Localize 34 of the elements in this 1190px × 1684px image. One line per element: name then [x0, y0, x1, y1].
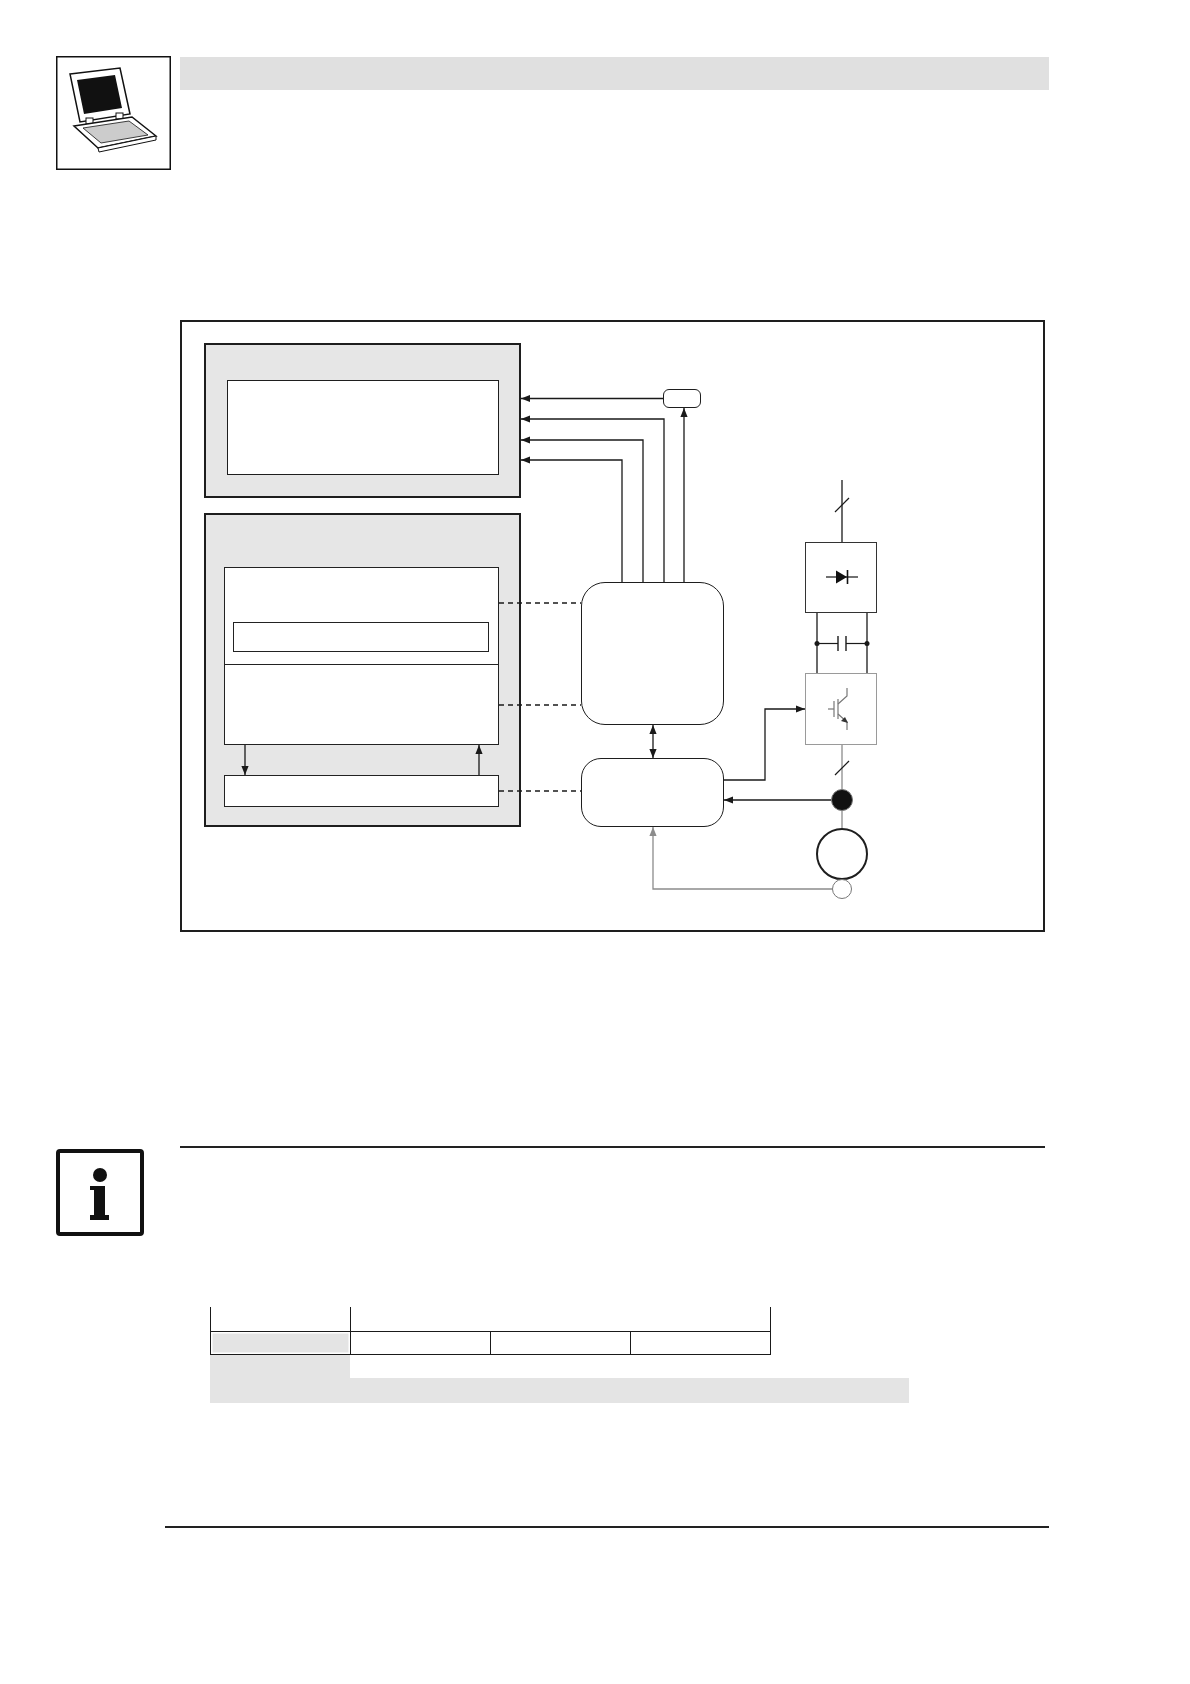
connector-line: [841, 744, 843, 790]
connector-line: [841, 810, 843, 829]
arrow: [241, 744, 249, 776]
connector-line: [841, 479, 843, 543]
arrow: [520, 456, 623, 583]
shaded-panel: [204, 343, 521, 498]
connector-line: [866, 612, 868, 674]
bar-block: [223, 774, 499, 807]
small-circle: [832, 879, 852, 899]
filled-circle: [831, 789, 853, 811]
arrow: [520, 394, 664, 403]
inner-block: [223, 566, 499, 665]
inner-block: [223, 663, 499, 745]
dashed-line: [498, 704, 582, 706]
connector-line: [816, 612, 818, 674]
arrow: [723, 705, 806, 781]
small-rounded-block: [663, 389, 701, 408]
arrow: [723, 796, 832, 804]
arrow: [520, 415, 665, 583]
rounded-block: [581, 582, 724, 725]
arrow: [680, 407, 688, 583]
rounded-block: [581, 758, 724, 827]
arrow: [649, 826, 833, 890]
double-arrow: [649, 724, 657, 759]
inner-block: [226, 379, 499, 475]
dashed-line: [498, 790, 582, 792]
motor-circle: [816, 828, 868, 880]
dashed-line: [498, 602, 582, 604]
inverter-block: [805, 673, 877, 745]
nested-block: [233, 622, 490, 653]
shaded-panel: [204, 513, 521, 827]
rectifier-block: [805, 542, 877, 613]
arrow: [520, 436, 644, 583]
arrow: [475, 744, 483, 776]
